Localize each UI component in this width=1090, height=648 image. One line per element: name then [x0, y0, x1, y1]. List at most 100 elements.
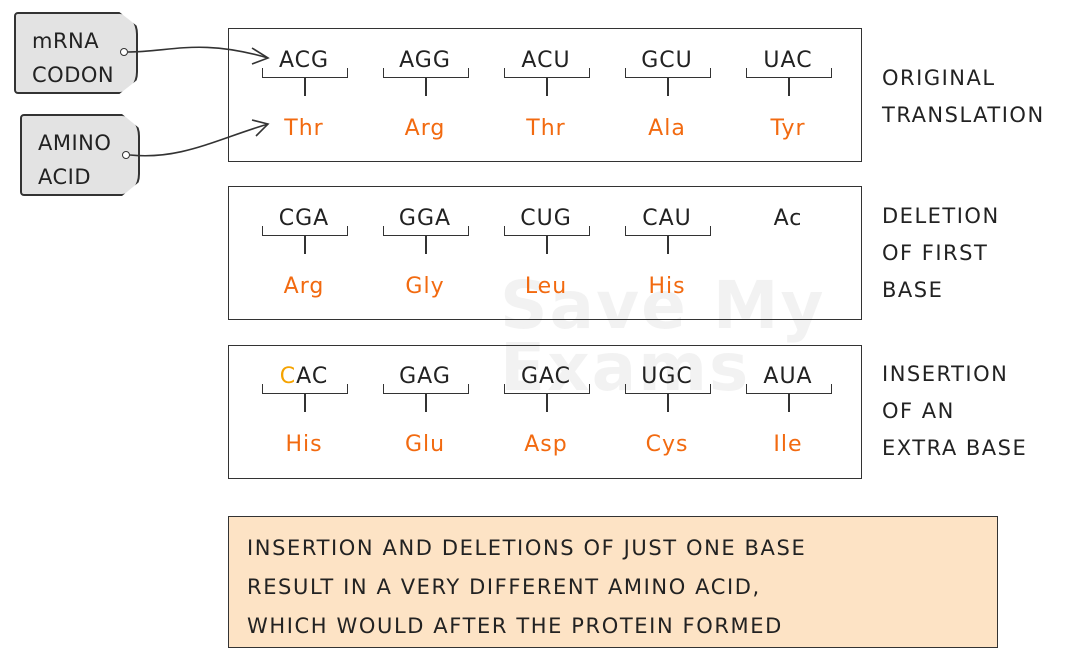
codon-text: ACG	[262, 48, 346, 74]
codon-bracket	[383, 226, 469, 236]
label-original: ORIGINAL TRANSLATION	[882, 60, 1045, 134]
codon-text: GCU	[625, 48, 709, 74]
codon-text: ACU	[504, 48, 588, 74]
codon-bases: ACU	[521, 48, 571, 73]
codon-text: CGA	[262, 206, 346, 232]
summary-note: INSERTION AND DELETIONS OF JUST ONE BASE…	[228, 516, 998, 648]
codon-stem	[546, 394, 548, 412]
codon-bracket	[746, 384, 832, 394]
amino-acid-text: Ile	[773, 432, 803, 457]
codon-stem	[667, 78, 669, 96]
label-insertion-line1: INSERTION	[882, 362, 1009, 386]
codon-bases: AGG	[399, 48, 451, 73]
mrna-codon-tag-line1: mRNA	[32, 29, 100, 53]
codon-bracket	[262, 226, 348, 236]
amino-acid-text: Ala	[648, 116, 686, 141]
codon-text: AUA	[746, 364, 830, 390]
mrna-tag-pin-icon	[120, 48, 128, 56]
mrna-codon-tag: mRNA CODON	[14, 12, 138, 94]
codon-stem	[546, 78, 548, 96]
codon-stem	[788, 394, 790, 412]
codon-bases: GCU	[641, 48, 693, 73]
codon-bases: AC	[296, 364, 329, 389]
amino-acid-text: His	[648, 274, 686, 299]
codon-bases: ACG	[278, 48, 330, 73]
label-deletion-line2: OF FIRST	[882, 241, 989, 265]
codon-text: GAC	[504, 364, 588, 390]
codon-bracket	[383, 68, 469, 78]
codon-stem	[425, 78, 427, 96]
codon-text: GGA	[383, 206, 467, 232]
trailing-bases: Ac	[773, 206, 803, 231]
codon-bases: UGC	[641, 364, 693, 389]
codon-bases: CUG	[520, 206, 572, 231]
amino-acid-text: Thr	[284, 116, 324, 141]
codon-text: UGC	[625, 364, 709, 390]
amino-acid-text: Tyr	[770, 116, 806, 141]
codon-stem	[425, 394, 427, 412]
codon-bracket	[504, 226, 590, 236]
label-insertion-line3: EXTRA BASE	[882, 436, 1028, 460]
codon-bracket	[625, 226, 711, 236]
amino-acid-text: Leu	[524, 274, 568, 299]
insertion-box	[228, 345, 862, 479]
amino-acid-tag-line2: ACID	[38, 165, 92, 189]
watermark-line1: Save My	[500, 267, 826, 344]
codon-bracket	[625, 68, 711, 78]
codon-text: CAC	[262, 364, 346, 390]
amino-acid-text: Glu	[404, 432, 446, 457]
codon-bracket	[746, 68, 832, 78]
codon-stem	[425, 236, 427, 254]
codon-bracket	[504, 68, 590, 78]
codon-bracket	[504, 384, 590, 394]
amino-acid-text: Arg	[404, 116, 446, 141]
codon-text: CAU	[625, 206, 709, 232]
codon-text: AGG	[383, 48, 467, 74]
summary-note-line2: RESULT IN A VERY DIFFERENT AMINO ACID,	[247, 575, 761, 599]
deletion-box	[228, 186, 862, 320]
codon-stem	[667, 236, 669, 254]
label-original-line1: ORIGINAL	[882, 66, 996, 90]
label-deletion-line1: DELETION	[882, 204, 1000, 228]
codon-text: GAG	[383, 364, 467, 390]
codon-stem	[304, 236, 306, 254]
codon-stem	[667, 394, 669, 412]
codon-text: CUG	[504, 206, 588, 232]
codon-bases: UAC	[763, 48, 813, 73]
label-insertion-line2: OF AN	[882, 399, 955, 423]
amino-acid-text: Arg	[283, 274, 325, 299]
amino-arrowhead	[251, 119, 270, 137]
label-deletion-line3: BASE	[882, 278, 944, 302]
codon-text: UAC	[746, 48, 830, 74]
codon-stem	[304, 394, 306, 412]
codon-bases: GAG	[399, 364, 451, 389]
summary-note-line1: INSERTION AND DELETIONS OF JUST ONE BASE	[247, 536, 807, 560]
codon-bases: GGA	[398, 206, 452, 231]
amino-arrow	[129, 123, 269, 157]
label-original-line2: TRANSLATION	[882, 103, 1045, 127]
original-translation-box	[228, 28, 862, 162]
mutated-base: C	[279, 364, 297, 389]
codon-stem	[788, 78, 790, 96]
label-insertion: INSERTION OF AN EXTRA BASE	[882, 356, 1027, 467]
amino-tag-pin-icon	[122, 151, 130, 159]
amino-acid-tag: AMINO ACID	[20, 114, 140, 196]
codon-stem	[546, 236, 548, 254]
label-deletion: DELETION OF FIRST BASE	[882, 198, 1000, 309]
amino-acid-text: Cys	[645, 432, 689, 457]
codon-bracket	[262, 384, 348, 394]
amino-acid-text: Gly	[405, 274, 445, 299]
codon-bases: AUA	[763, 364, 813, 389]
amino-acid-text: Asp	[524, 432, 568, 457]
summary-note-line3: WHICH WOULD AFTER THE PROTEIN FORMED	[247, 614, 783, 638]
codon-bases: GAC	[520, 364, 572, 389]
codon-bracket	[262, 68, 348, 78]
mrna-arrow	[127, 46, 269, 59]
amino-acid-text: Thr	[526, 116, 566, 141]
mrna-arrowhead	[251, 47, 270, 65]
codon-bases: CGA	[278, 206, 330, 231]
codon-stem	[304, 78, 306, 96]
mrna-codon-tag-line2: CODON	[32, 63, 115, 87]
codon-bracket	[383, 384, 469, 394]
